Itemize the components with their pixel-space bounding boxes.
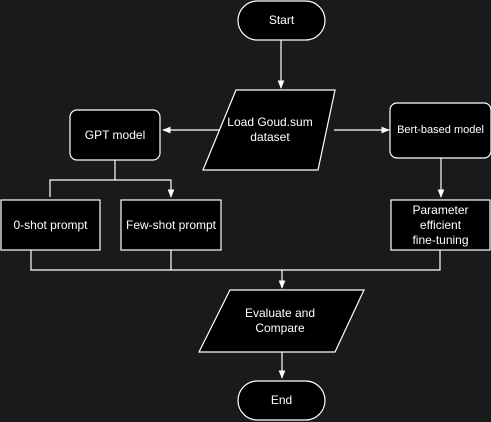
bert-model-node bbox=[389, 102, 491, 159]
zero-shot-label: 0-shot prompt bbox=[13, 217, 88, 232]
peft-label: Parameter efficient fine-tuning bbox=[412, 202, 469, 247]
peft-node bbox=[390, 199, 491, 251]
start-node bbox=[237, 0, 326, 41]
end-label: End bbox=[270, 393, 293, 407]
load-dataset-label: Load Goud.sum dataset bbox=[227, 115, 313, 144]
edge-merge-to-evaluate bbox=[30, 250, 441, 288]
edge-gpt-split bbox=[49, 160, 171, 197]
zero-shot-node bbox=[0, 199, 101, 251]
gpt-model-label: GPT model bbox=[84, 127, 146, 142]
start-label: Start bbox=[268, 13, 295, 27]
bert-model-label: Bert-based model bbox=[397, 124, 484, 136]
evaluate-label: Evaluate and Compare bbox=[244, 306, 316, 335]
evaluate-node bbox=[198, 289, 365, 353]
gpt-model-node bbox=[69, 109, 161, 161]
few-shot-node bbox=[120, 199, 222, 251]
load-dataset-node bbox=[202, 89, 336, 171]
few-shot-label: Few-shot prompt bbox=[125, 217, 217, 232]
end-node bbox=[237, 380, 326, 421]
